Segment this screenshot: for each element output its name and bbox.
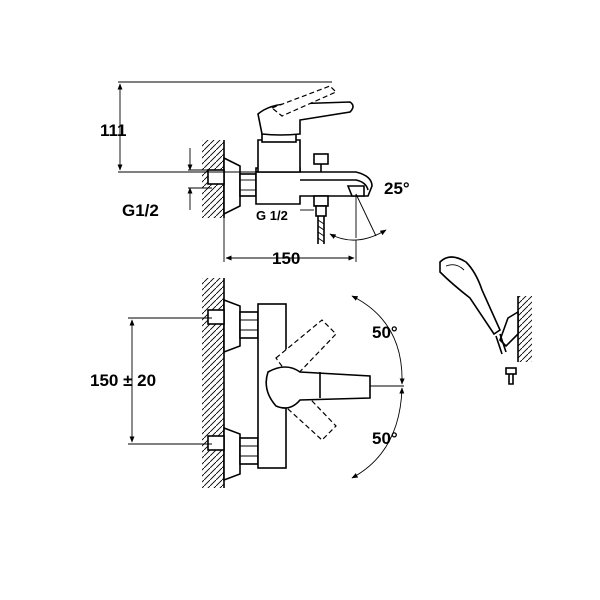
side-diverter xyxy=(313,153,329,165)
dim-spout-angle-label: 25° xyxy=(384,179,410,198)
side-handle-raised xyxy=(270,85,338,117)
dim-center-distance-label: 150 ± 20 xyxy=(90,371,156,390)
dim-g12-inlet-label: G1/2 xyxy=(122,201,159,220)
hand-shower-hose xyxy=(495,333,507,355)
side-view: 111 G1/2 G 1/2 25° 150 xyxy=(100,81,410,268)
side-cartridge xyxy=(257,139,301,173)
top-escutcheon-lower xyxy=(223,426,241,482)
top-nut-lower xyxy=(239,437,259,465)
holder-screw-head xyxy=(505,367,517,375)
dim-111-label: 111 xyxy=(100,121,127,140)
top-nut-upper xyxy=(239,311,259,339)
holder-screw-shaft xyxy=(508,374,514,385)
hand-shower-view xyxy=(439,256,532,385)
top-view: 150 ± 20 50° 50° xyxy=(90,278,405,488)
top-escutcheon-upper xyxy=(223,298,241,354)
top-handle xyxy=(265,366,371,409)
dim-150-label: 150 xyxy=(272,249,300,268)
side-spout xyxy=(346,185,365,197)
side-inlet-pipe xyxy=(207,169,225,185)
holder-wall-hatch xyxy=(518,296,532,362)
hand-shower-head xyxy=(439,256,502,336)
dim-lever-down-arc xyxy=(351,387,405,479)
dim-lever-up-label: 50° xyxy=(372,323,398,342)
side-escutcheon xyxy=(223,156,241,216)
dim-lever-down-label: 50° xyxy=(372,429,398,448)
side-outlet-connector xyxy=(313,195,329,207)
dim-g12-outlet-label: G 1/2 xyxy=(256,208,288,223)
side-nut xyxy=(239,173,257,197)
side-handle xyxy=(257,101,354,136)
dim-lever-up-arc xyxy=(351,295,405,385)
dim-spout-angle-arc xyxy=(329,229,387,241)
